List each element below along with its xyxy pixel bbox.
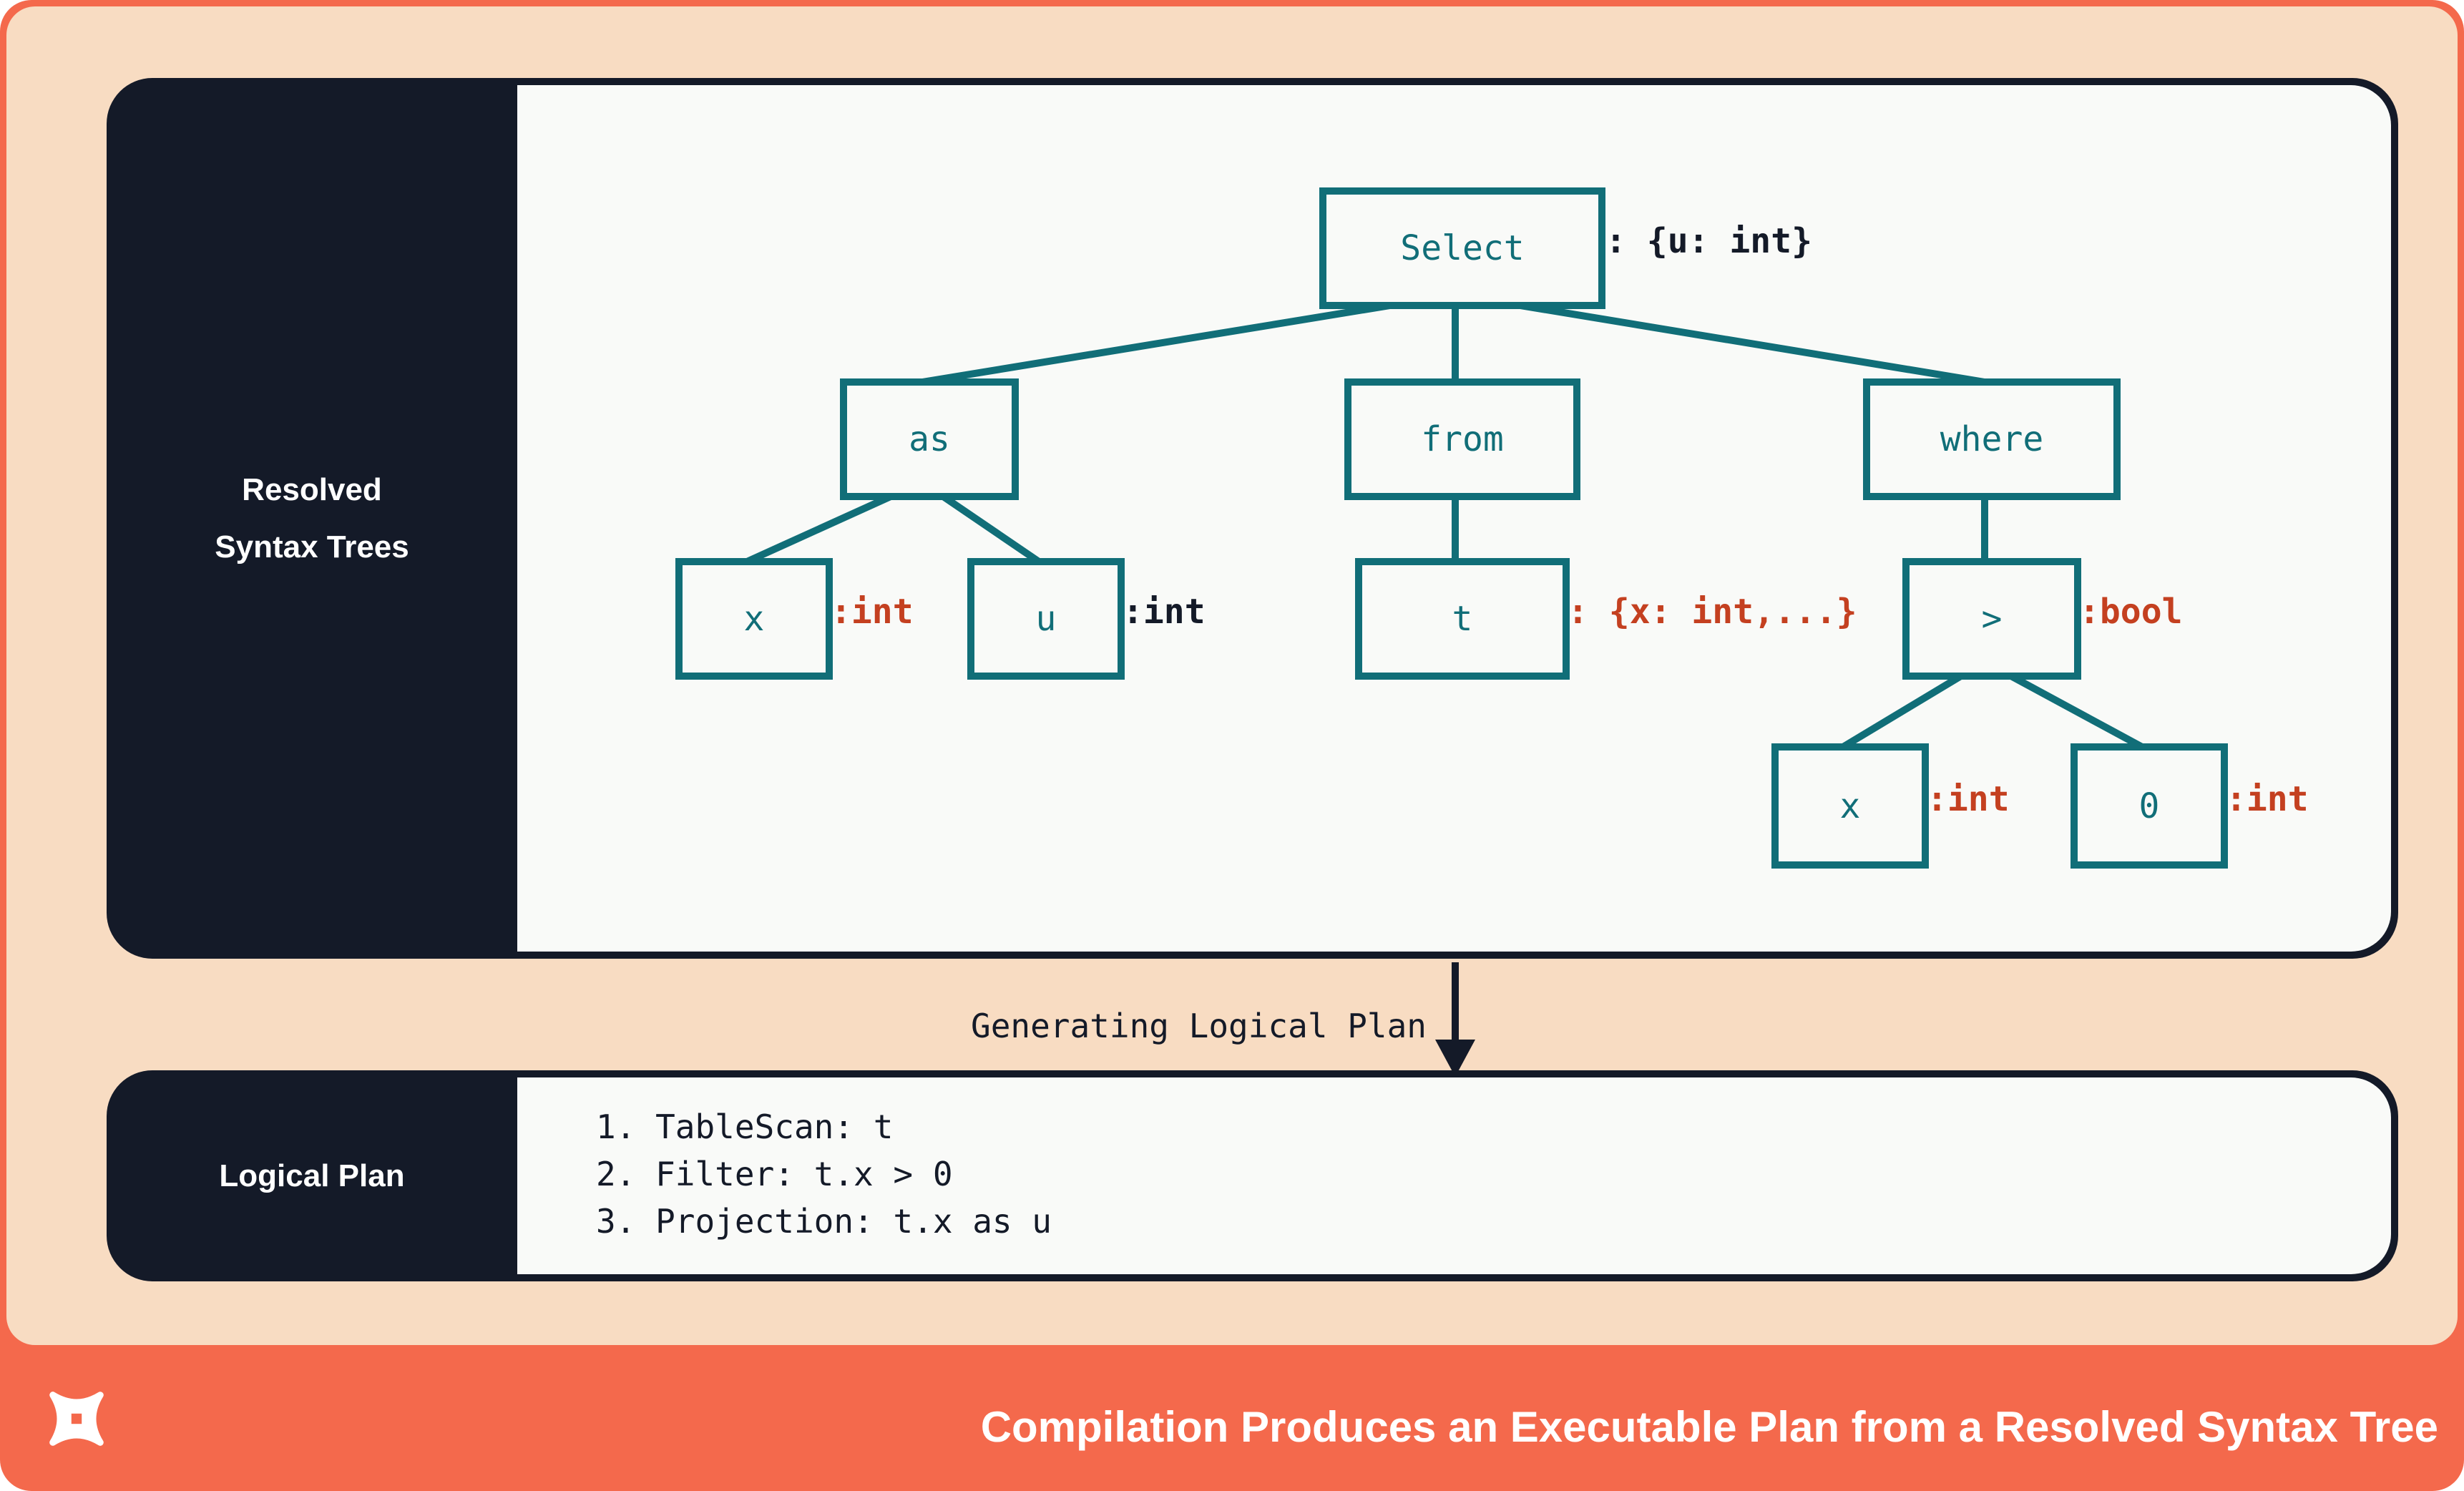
tree-edges <box>745 291 2144 751</box>
diagram-canvas: Resolved Syntax Trees Select <box>6 6 2458 1345</box>
resolved-syntax-trees-panel: Resolved Syntax Trees Select <box>107 78 2398 959</box>
tree-node-where-label: where <box>1940 419 2044 459</box>
plan-step-3: 3. Projection: t.x as u <box>596 1198 1052 1245</box>
tree-node-u-label: u <box>1035 599 1057 639</box>
plan-step-2: 2. Filter: t.x > 0 <box>596 1150 1052 1198</box>
plan-step-3-text: Projection: t.x as u <box>655 1202 1052 1241</box>
sidebar-title-line2: Syntax Trees <box>215 529 409 564</box>
logical-plan-sidebar: Logical Plan <box>107 1070 517 1281</box>
tree-node-zero: 0 <box>2071 743 2228 869</box>
sidebar-title-line1: Resolved <box>242 471 382 507</box>
tree-node-where: where <box>1863 378 2121 500</box>
tree-node-u-type: :int <box>1123 592 1206 632</box>
tree-node-gt-type: :bool <box>2079 592 2183 632</box>
footer-title: Compilation Produces an Executable Plan … <box>980 1403 2438 1451</box>
tree-node-u: u <box>967 558 1125 680</box>
tree-node-as: as <box>840 378 1019 500</box>
logical-plan-sidebar-title: Logical Plan <box>219 1158 405 1193</box>
tree-node-select: Select <box>1319 187 1605 309</box>
plan-step-1-num: 1. <box>596 1108 656 1146</box>
plan-step-3-num: 3. <box>596 1202 656 1241</box>
pinwheel-star-logo <box>49 1392 104 1446</box>
tree-node-zero-label: 0 <box>2138 786 2160 826</box>
tree-node-x-cond: x <box>1771 743 1929 869</box>
down-arrow-line <box>1452 962 1459 1044</box>
tree-node-select-type: : {u: int} <box>1605 221 1812 261</box>
tree-node-select-label: Select <box>1400 228 1525 268</box>
plan-step-1-text: TableScan: t <box>655 1108 894 1146</box>
tree-node-gt-label: > <box>1981 599 2003 639</box>
tree-node-as-label: as <box>909 419 950 459</box>
tree-node-x-alias-type: :int <box>831 592 914 632</box>
tree-node-zero-type: :int <box>2226 778 2309 819</box>
logical-plan-content-area <box>517 1077 2391 1274</box>
resolved-panel-sidebar: Resolved Syntax Trees <box>107 78 517 959</box>
tree-node-t: t <box>1355 558 1570 680</box>
tree-node-from: from <box>1344 378 1580 500</box>
tree-node-gt: > <box>1902 558 2081 680</box>
transition-label: Generating Logical Plan <box>971 1007 1427 1045</box>
tree-node-t-type: : {x: int,...} <box>1568 592 1857 632</box>
tree-node-x-cond-label: x <box>1839 786 1861 826</box>
logical-plan-steps: 1. TableScan: t 2. Filter: t.x > 0 3. Pr… <box>596 1103 1052 1245</box>
tree-node-from-label: from <box>1421 419 1504 459</box>
plan-step-2-num: 2. <box>596 1155 656 1193</box>
plan-step-1: 1. TableScan: t <box>596 1103 1052 1150</box>
plan-step-2-text: Filter: t.x > 0 <box>655 1155 953 1193</box>
tree-node-x-alias: x <box>675 558 833 680</box>
tree-node-x-alias-label: x <box>743 599 765 639</box>
logical-plan-panel: Logical Plan 1. TableScan: t 2. Filter: … <box>107 1070 2398 1281</box>
tree-node-x-cond-type: :int <box>1927 778 2010 819</box>
tree-node-t-label: t <box>1452 599 1473 639</box>
